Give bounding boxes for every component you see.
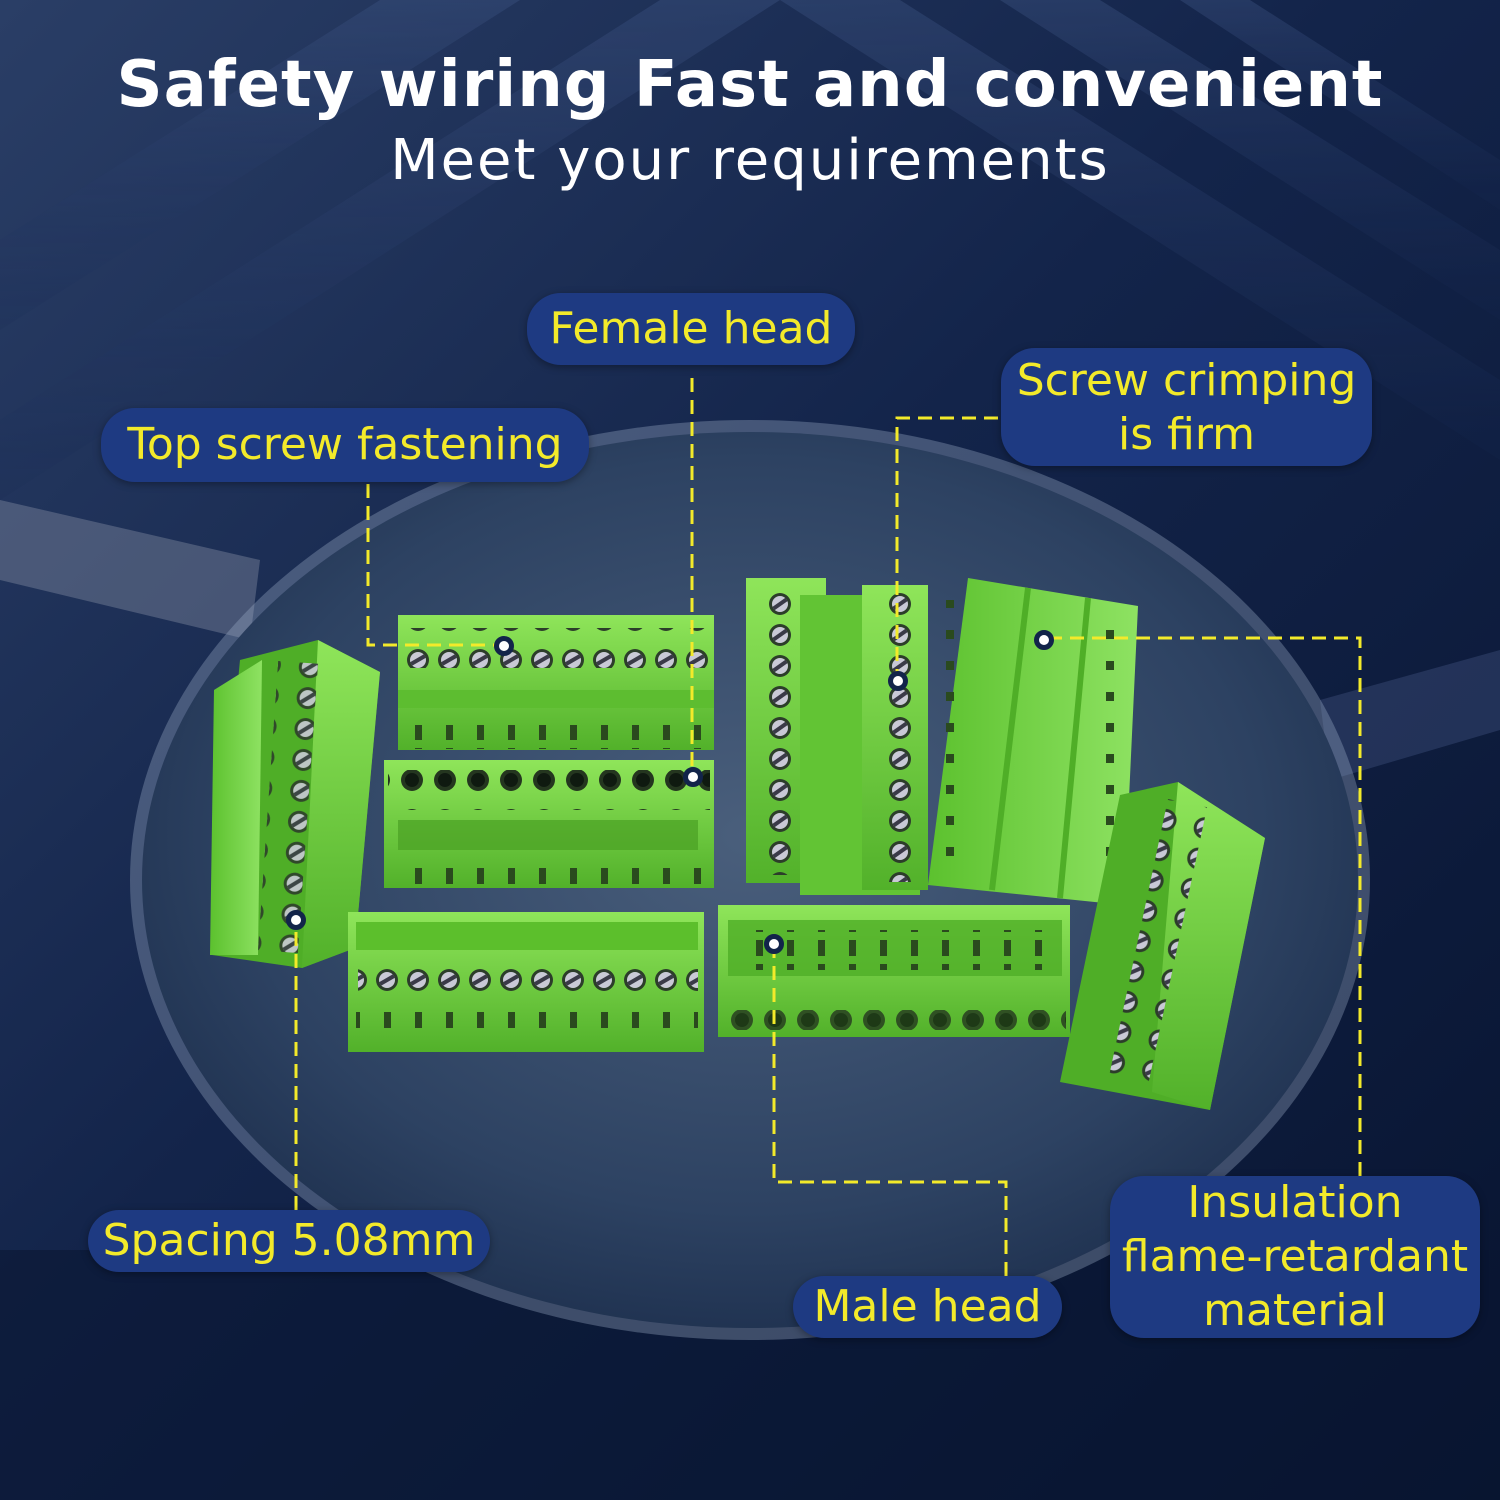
callout-screw-crimping-line1: Screw crimping	[1016, 355, 1357, 406]
callout-insulation-line3: material	[1203, 1285, 1387, 1336]
callout-male-head-label: Male head	[813, 1281, 1042, 1332]
callout-male-head: Male head	[793, 1276, 1062, 1338]
callout-female-head-label: Female head	[549, 303, 833, 354]
headline: Safety wiring Fast and convenient	[116, 48, 1384, 122]
marker-top-screw	[494, 636, 514, 656]
marker-female-head	[683, 767, 703, 787]
marker-insulation	[1034, 630, 1054, 650]
subheadline: Meet your requirements	[390, 128, 1110, 193]
marker-screw-crimping	[888, 671, 908, 691]
callout-female-head: Female head	[527, 293, 855, 365]
callout-insulation-line1: Insulation	[1187, 1177, 1403, 1228]
callout-top-screw-label: Top screw fastening	[127, 419, 563, 470]
marker-spacing	[286, 910, 306, 930]
callout-insulation-line2: flame-retardant	[1121, 1231, 1469, 1282]
callout-screw-crimping: Screw crimping is firm	[1001, 348, 1372, 466]
callout-spacing-label: Spacing 5.08mm	[102, 1215, 476, 1266]
callout-spacing: Spacing 5.08mm	[88, 1210, 490, 1272]
marker-male-head	[764, 934, 784, 954]
callout-screw-crimping-line2: is firm	[1117, 409, 1256, 460]
callout-top-screw-fastening: Top screw fastening	[101, 408, 589, 482]
callout-insulation: Insulation flame-retardant material	[1110, 1176, 1480, 1338]
